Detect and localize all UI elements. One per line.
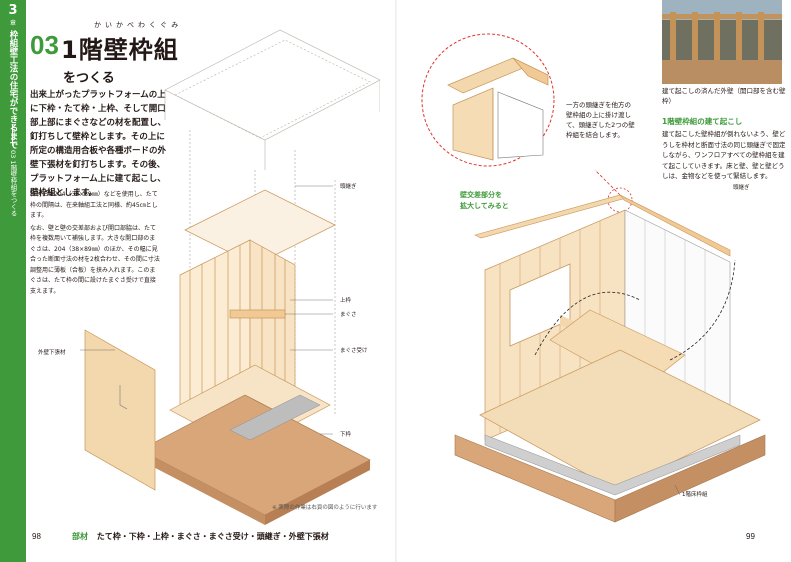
callout-text: 一方の頭継ぎを他方の壁枠組の上に掛け渡して、頭継ぎした2つの壁枠組を結合します。: [566, 101, 635, 139]
parts-label: 部材: [72, 532, 88, 541]
photo-image: [662, 0, 782, 84]
page-number-right: 99: [746, 532, 755, 541]
footnote: ※ 実際の作業は右頁の図のように行います: [272, 505, 378, 511]
sheathing-panel: [84, 329, 156, 491]
section-path: 03 1階壁枠組をつくる: [9, 150, 17, 217]
body-paragraph: なお、壁と壁の交差部および開口部脇は、たて枠を複数用いて補強します。大きな開口部…: [30, 224, 160, 295]
parts-footer: 部材 たて枠・下枠・上枠・まぐさ・まぐさ受け・頭継ぎ・外壁下張材: [72, 531, 329, 542]
page-gutter: [395, 0, 397, 562]
parts-list: たて枠・下枠・上枠・まぐさ・まぐさ受け・頭継ぎ・外壁下張材: [96, 532, 329, 541]
construction-photo: [662, 0, 782, 84]
label-sheathing: 外壁下張材: [38, 350, 66, 356]
detail-zoom-circle: [421, 33, 555, 167]
chapter-side-tab[interactable]: 3 章 枠組壁工法の住宅ができるまで 03 1階壁枠組をつくる: [0, 0, 26, 562]
left-exploded-wall-diagram: [80, 29, 380, 525]
label-headpiece-left: 頭継ぎ: [340, 184, 357, 190]
label-floor-frame: 1階床枠組: [682, 492, 708, 498]
leader-lines: [80, 185, 333, 435]
chapter-suffix: 章: [9, 20, 16, 27]
label-header-support: まぐさ受け: [340, 348, 368, 354]
title-ruby: かいかべわくぐみ: [94, 21, 183, 29]
label-header: まぐさ: [340, 312, 357, 318]
body-paragraph: 枠材には204（38×89㎜）などを使用し、たて枠の間隔は、在来軸組工法と同様、…: [30, 191, 158, 219]
lead-paragraph: 出来上がったプラットフォームの上に下枠・たて枠・上枠、そして開口部上部にまぐさな…: [30, 90, 167, 198]
zoom-label: 壁交差部分を 拡大してみると: [460, 191, 509, 210]
body-text: 枠材には204（38×89㎜）などを使用し、たて枠の間隔は、在来軸組工法と同様、…: [30, 190, 160, 297]
photo-caption: 建て起こしの済んだ外壁（開口部を含む壁枠）: [662, 87, 786, 105]
chapter-number: 3: [8, 3, 18, 18]
label-bottom-plate: 下枠: [340, 432, 352, 438]
page-number-left: 98: [32, 532, 41, 541]
foundation: [139, 394, 371, 516]
page-subtitle: をつくる: [63, 71, 115, 86]
side-divider: [12, 124, 13, 146]
right-wall-raising-diagram: [454, 169, 766, 523]
label-headpiece-right: 頭継ぎ: [733, 185, 750, 191]
roof-outline: [164, 29, 380, 170]
label-top-plate: 上枠: [340, 298, 352, 304]
chapter-title: 枠組壁工法の住宅ができるまで: [8, 30, 18, 149]
section-number: 03: [30, 30, 59, 60]
wall-frame: [179, 239, 296, 416]
raising-text: 建て起こした壁枠組が倒れないよう、壁どうしを枠材と断面寸法の同じ頭継ぎで固定しな…: [662, 130, 786, 180]
title-main: 1階壁枠組: [61, 36, 179, 64]
raising-heading: 1階壁枠組の建て起こし: [662, 117, 743, 126]
page-title: 1階壁枠組: [60, 30, 179, 65]
